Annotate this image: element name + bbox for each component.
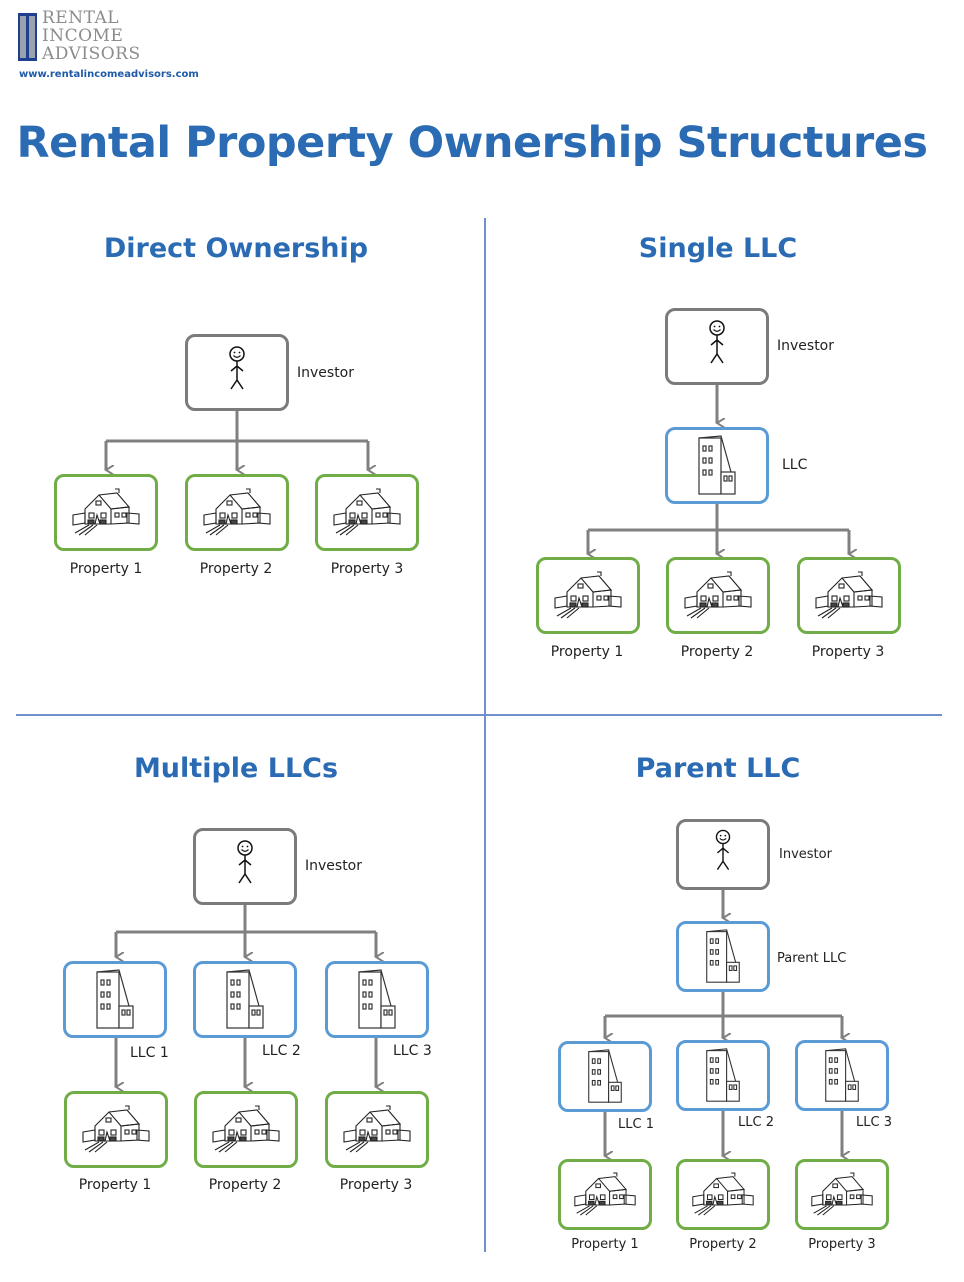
llc-box-multiple-3[interactable] <box>325 961 429 1038</box>
section-title-single: Single LLC <box>638 233 798 264</box>
llc-box-multiple-2[interactable] <box>193 961 297 1038</box>
house-icon <box>684 571 752 619</box>
property-box-single-2[interactable] <box>666 557 770 634</box>
building-icon <box>226 969 264 1029</box>
llc-label-single: LLC <box>782 457 808 473</box>
parent-llc-box[interactable] <box>676 921 770 992</box>
property-label-direct-2: Property 2 <box>199 561 273 577</box>
connector-parent-trunk <box>605 991 842 1018</box>
property-label-single-3: Property 3 <box>811 644 885 660</box>
building-icon <box>825 1048 859 1102</box>
property-box-single-1[interactable] <box>536 557 640 634</box>
property-label-multiple-3: Property 3 <box>339 1177 413 1193</box>
llc-box-multiple-1[interactable] <box>63 961 167 1038</box>
property-label-direct-1: Property 1 <box>69 561 143 577</box>
house-icon <box>811 1172 873 1216</box>
horizontal-divider <box>16 714 942 716</box>
building-icon <box>358 969 396 1029</box>
house-icon <box>333 488 401 536</box>
property-box-multiple-2[interactable] <box>194 1091 298 1168</box>
property-box-parent-3[interactable] <box>795 1159 889 1230</box>
llc-label-multiple-3: LLC 3 <box>393 1043 432 1059</box>
section-title-multiple: Multiple LLCs <box>133 753 339 784</box>
house-icon <box>82 1105 150 1153</box>
property-box-direct-2[interactable] <box>185 474 289 551</box>
connector-direct-trunk <box>106 410 368 443</box>
property-box-parent-2[interactable] <box>676 1159 770 1230</box>
investor-label-multiple: Investor <box>305 858 363 874</box>
llc-box-single[interactable] <box>665 427 769 504</box>
property-label-parent-1: Property 1 <box>571 1237 639 1252</box>
logo-line-3: ADVISORS <box>42 44 141 64</box>
llc-label-parent-2: LLC 2 <box>738 1115 774 1130</box>
property-label-multiple-1: Property 1 <box>78 1177 152 1193</box>
investor-label-parent: Investor <box>779 847 832 862</box>
connector-multi-trunk <box>116 903 376 934</box>
house-icon <box>212 1105 280 1153</box>
llc-box-parent-2[interactable] <box>676 1040 770 1111</box>
llc-label-parent-3: LLC 3 <box>856 1115 892 1130</box>
property-box-multiple-3[interactable] <box>325 1091 429 1168</box>
logo-line-2: INCOME <box>42 26 124 46</box>
stick-figure-icon <box>229 346 245 390</box>
connector-single-trunk <box>588 502 849 532</box>
investor-box-direct[interactable] <box>185 334 289 411</box>
property-box-single-3[interactable] <box>797 557 901 634</box>
property-label-single-1: Property 1 <box>550 644 624 660</box>
vertical-divider <box>484 218 486 1252</box>
investor-label-single: Investor <box>777 338 835 354</box>
house-icon <box>574 1172 636 1216</box>
house-icon <box>815 571 883 619</box>
property-label-multiple-2: Property 2 <box>208 1177 282 1193</box>
logo-text: RENTAL INCOME ADVISORS <box>42 9 141 63</box>
house-icon <box>554 571 622 619</box>
building-icon <box>706 929 740 983</box>
property-box-parent-1[interactable] <box>558 1159 652 1230</box>
property-label-parent-3: Property 3 <box>808 1237 876 1252</box>
stick-figure-icon <box>709 320 725 364</box>
section-title-direct: Direct Ownership <box>103 233 369 264</box>
stick-figure-icon <box>715 829 731 871</box>
property-box-direct-3[interactable] <box>315 474 419 551</box>
llc-box-parent-1[interactable] <box>558 1041 652 1112</box>
stick-figure-icon <box>237 840 253 884</box>
property-label-direct-3: Property 3 <box>330 561 404 577</box>
investor-label-direct: Investor <box>297 365 355 381</box>
parent-llc-label: Parent LLC <box>777 951 847 966</box>
building-icon <box>706 1048 740 1102</box>
property-label-parent-2: Property 2 <box>689 1237 757 1252</box>
investor-box-single[interactable] <box>665 308 769 385</box>
investor-box-parent[interactable] <box>676 819 770 890</box>
building-icon <box>698 435 736 495</box>
building-icon <box>96 969 134 1029</box>
investor-box-multiple[interactable] <box>193 828 297 905</box>
llc-label-parent-1: LLC 1 <box>618 1117 654 1132</box>
house-icon <box>692 1172 754 1216</box>
llc-label-multiple-2: LLC 2 <box>262 1043 301 1059</box>
logo-door-icon <box>18 13 37 61</box>
page-title: Rental Property Ownership Structures <box>16 118 928 168</box>
building-icon <box>588 1049 622 1103</box>
house-icon <box>72 488 140 536</box>
house-icon <box>203 488 271 536</box>
property-label-single-2: Property 2 <box>680 644 754 660</box>
logo-url[interactable]: www.rentalincomeadvisors.com <box>19 69 199 80</box>
property-box-direct-1[interactable] <box>54 474 158 551</box>
logo-line-1: RENTAL <box>42 8 120 28</box>
property-box-multiple-1[interactable] <box>64 1091 168 1168</box>
llc-label-multiple-1: LLC 1 <box>130 1045 169 1061</box>
llc-box-parent-3[interactable] <box>795 1040 889 1111</box>
house-icon <box>343 1105 411 1153</box>
section-title-parent: Parent LLC <box>635 753 801 784</box>
